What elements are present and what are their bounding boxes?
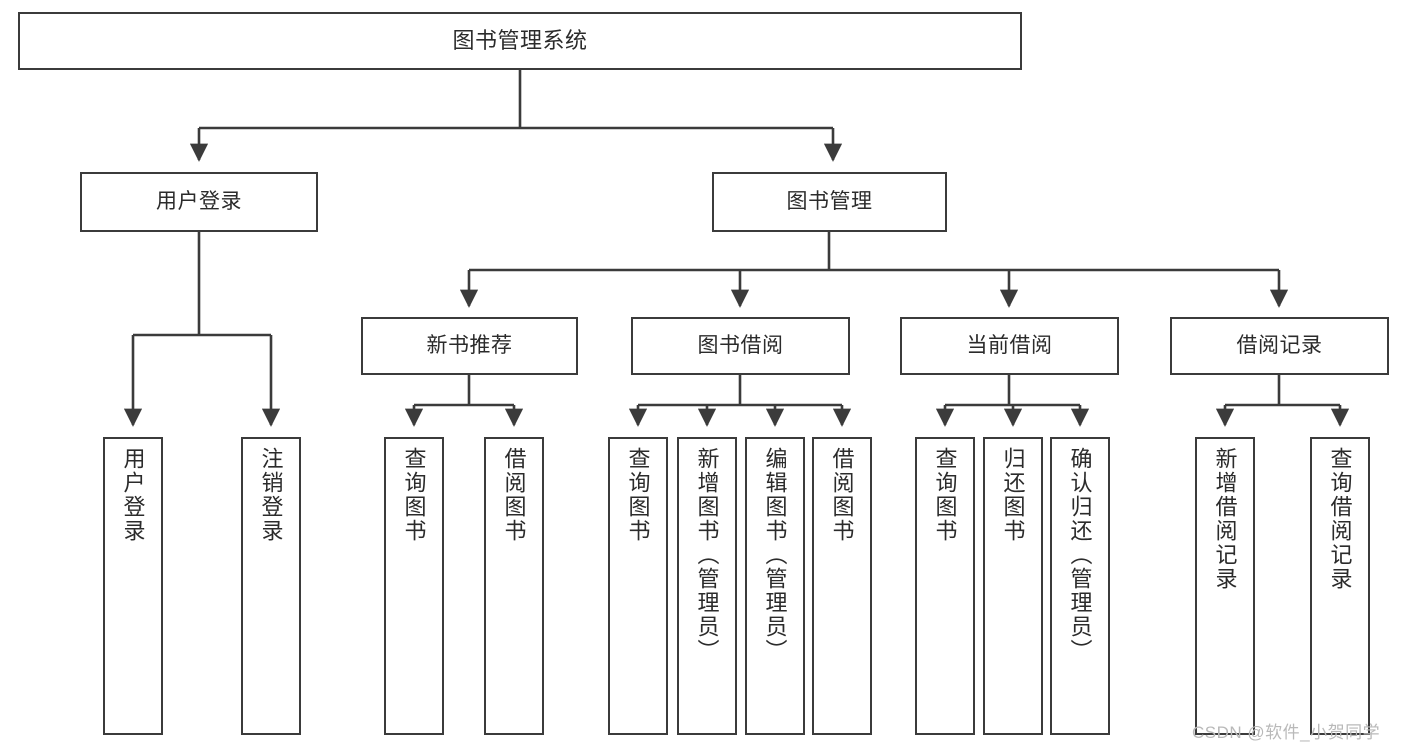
node-label: 查询图书 xyxy=(932,447,958,543)
node-label: 查询图书 xyxy=(625,447,651,543)
node-label: 新增图书（管理员） xyxy=(694,447,720,663)
node-label: 注销登录 xyxy=(258,447,284,543)
node-book-borrow[interactable]: 图书借阅 xyxy=(631,317,850,375)
node-label: 查询借阅记录 xyxy=(1327,447,1353,591)
node-user-login[interactable]: 用户登录 xyxy=(80,172,318,232)
node-label: 借阅记录 xyxy=(1236,334,1323,358)
node-label: 当前借阅 xyxy=(966,334,1053,358)
leaf-borrow-book[interactable]: 借阅图书 xyxy=(812,437,872,735)
node-current-borrow[interactable]: 当前借阅 xyxy=(900,317,1119,375)
leaf-user-login[interactable]: 用户登录 xyxy=(103,437,163,735)
node-book-manage[interactable]: 图书管理 xyxy=(712,172,947,232)
leaf-edit-book[interactable]: 编辑图书（管理员） xyxy=(745,437,805,735)
leaf-return-book[interactable]: 归还图书 xyxy=(983,437,1043,735)
node-label: 用户登录 xyxy=(120,447,146,543)
leaf-borrow-book-recommend[interactable]: 借阅图书 xyxy=(484,437,544,735)
node-borrow-record[interactable]: 借阅记录 xyxy=(1170,317,1389,375)
node-label: 图书管理 xyxy=(786,190,873,214)
node-label: 用户登录 xyxy=(156,190,242,214)
node-label: 借阅图书 xyxy=(501,447,527,543)
node-label: 归还图书 xyxy=(1000,447,1026,543)
node-label: 图书管理系统 xyxy=(452,27,588,53)
node-new-book-recommend[interactable]: 新书推荐 xyxy=(361,317,578,375)
leaf-confirm-return[interactable]: 确认归还（管理员） xyxy=(1050,437,1110,735)
node-label: 新书推荐 xyxy=(426,334,513,358)
node-label: 查询图书 xyxy=(401,447,427,543)
leaf-add-book[interactable]: 新增图书（管理员） xyxy=(677,437,737,735)
node-label: 编辑图书（管理员） xyxy=(762,447,788,663)
leaf-logout-login[interactable]: 注销登录 xyxy=(241,437,301,735)
node-label: 借阅图书 xyxy=(829,447,855,543)
leaf-query-book-current[interactable]: 查询图书 xyxy=(915,437,975,735)
node-label: 图书借阅 xyxy=(697,334,784,358)
node-root-system[interactable]: 图书管理系统 xyxy=(18,12,1022,70)
node-label: 确认归还（管理员） xyxy=(1067,447,1093,663)
csdn-watermark: CSDN @软件_小贺同学 xyxy=(1192,723,1381,742)
node-label: 新增借阅记录 xyxy=(1212,447,1238,591)
leaf-query-book-borrow[interactable]: 查询图书 xyxy=(608,437,668,735)
leaf-add-borrow-record[interactable]: 新增借阅记录 xyxy=(1195,437,1255,735)
leaf-query-borrow-record[interactable]: 查询借阅记录 xyxy=(1310,437,1370,735)
leaf-query-book-recommend[interactable]: 查询图书 xyxy=(384,437,444,735)
